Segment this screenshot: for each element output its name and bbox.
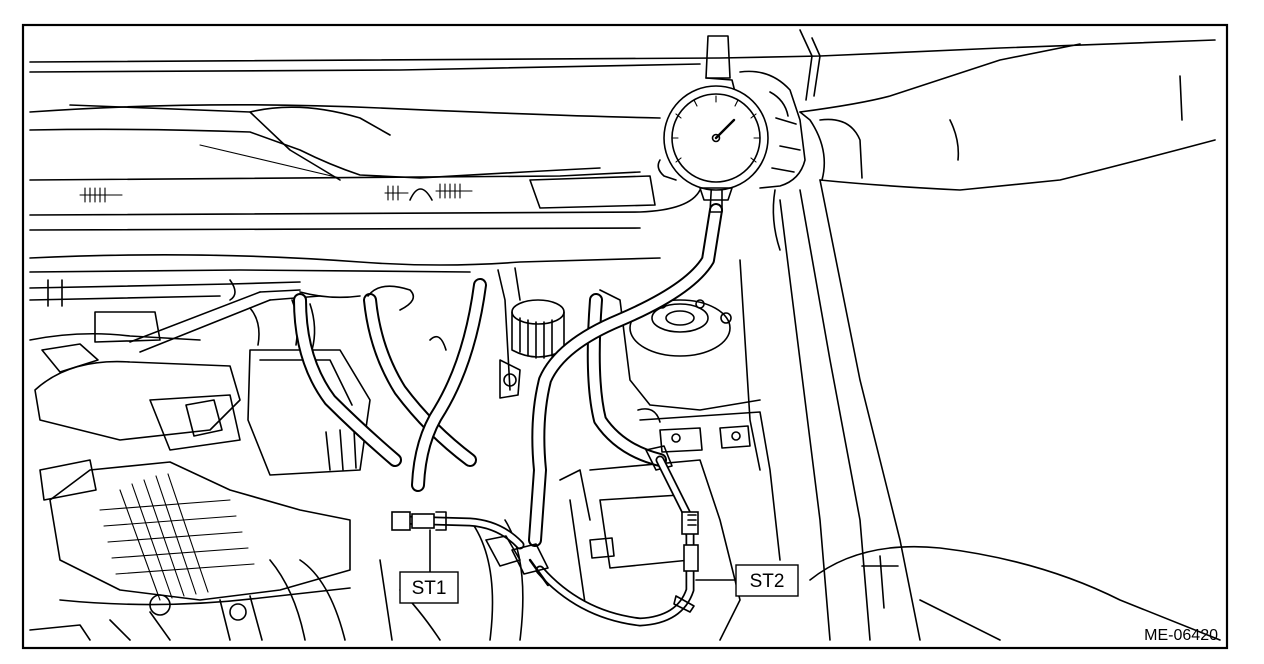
brake-fluid-reservoir	[499, 299, 565, 399]
technician-sleeve-lower	[809, 545, 1221, 641]
right-hoses	[586, 293, 673, 471]
st1-adapter	[391, 511, 550, 587]
compression-gauge	[657, 35, 769, 201]
engine-cover	[34, 349, 371, 476]
figure-reference-code: ME-06420	[1144, 627, 1218, 644]
callout-st2-label: ST2	[750, 571, 785, 592]
hoses-center	[293, 267, 521, 492]
gauge-hose	[528, 175, 723, 547]
callout-st1: ST1	[399, 571, 459, 604]
intake-manifold	[29, 459, 351, 641]
radiator-shroud-panel	[29, 254, 661, 307]
hood-and-cowl	[29, 39, 1216, 231]
callout-st2: ST2	[735, 564, 799, 597]
figure-frame	[21, 23, 1229, 650]
engine-harness-left	[29, 289, 361, 373]
strut-tower-and-fender	[599, 179, 921, 641]
callout-st1-label: ST1	[412, 578, 447, 599]
technician-hand	[739, 29, 1216, 191]
st2-adapter-hose	[535, 455, 699, 627]
